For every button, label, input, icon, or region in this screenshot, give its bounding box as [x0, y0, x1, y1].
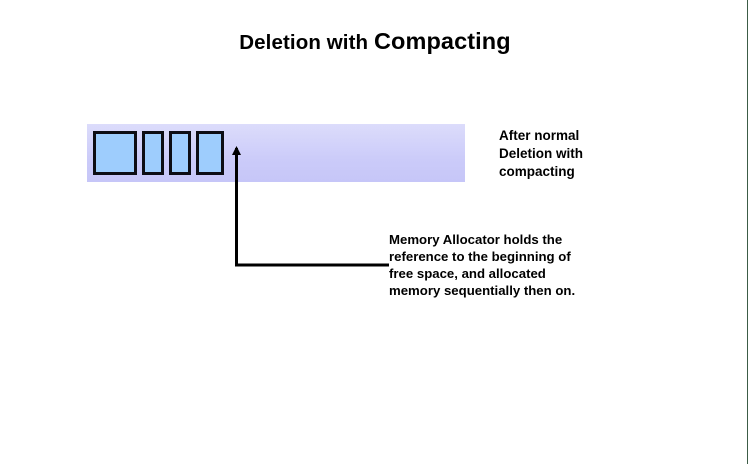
- allocator-note: Memory Allocator holds the reference to …: [389, 231, 649, 300]
- memory-block-3: [169, 131, 191, 175]
- page-title-main: Deletion with: [239, 31, 374, 54]
- memory-block-2: [142, 131, 164, 175]
- memory-block-1: [93, 131, 137, 175]
- side-caption-line-1: After normal: [499, 128, 580, 143]
- right-edge-rule: [747, 0, 748, 464]
- page-title-emphasis: Compacting: [373, 28, 511, 54]
- page-title: Deletion with Compacting: [0, 28, 750, 54]
- allocator-note-line-2: reference to the beginning of: [389, 249, 571, 265]
- side-caption-line-3: compacting: [499, 163, 575, 179]
- side-caption-line-2: Deletion with: [499, 145, 583, 161]
- memory-block-4: [196, 131, 224, 175]
- side-caption: After normal Deletion with compacting: [499, 127, 679, 180]
- allocated-blocks-row: [93, 131, 224, 175]
- memory-region-bar: [87, 124, 465, 182]
- leader-line: [235, 148, 389, 267]
- allocator-note-line-4: memory sequentially then on.: [389, 283, 576, 299]
- allocator-note-line-1: Memory Allocator holds the: [389, 232, 563, 247]
- allocator-note-line-3: free space, and allocated: [389, 266, 546, 282]
- free-space-pointer-arrow-icon: [232, 146, 241, 155]
